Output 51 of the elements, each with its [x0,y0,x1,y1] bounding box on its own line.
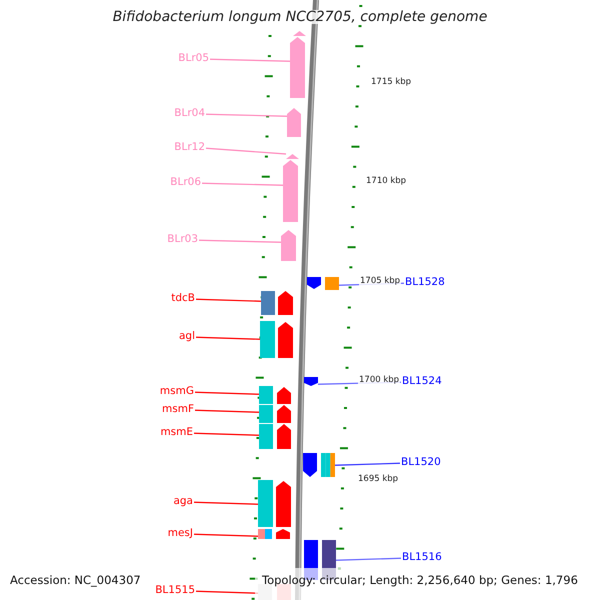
gene-glyph [304,377,318,386]
scale-label: 1700 kbp [358,376,400,384]
gene-label: BL1528 [405,277,445,288]
gene-label: BL1515 [155,585,195,596]
gene-label: msmE [160,427,193,438]
gene-block [258,480,273,527]
gene-label: msmG [160,386,194,396]
gene-label: BLr04 [174,108,205,118]
gene-label: tdcB [171,293,195,304]
gene-label: BLr03 [167,234,198,244]
gene-block [259,424,273,449]
scale-label: 1705 kbp [359,277,402,286]
gene-label: mesJ [168,528,193,538]
scale-label: 1715 kbp [370,78,412,86]
leader-line [334,462,400,466]
gene-block [325,277,339,290]
leader-line [336,558,402,561]
gene-label: BL1516 [402,552,442,562]
gene-block [259,405,273,423]
gene-label: msmF [162,404,194,414]
leader-line [198,240,282,243]
leader-line [202,182,284,186]
scale-label: 1710 kbp [365,177,408,186]
gene-label: BLr12 [174,142,205,152]
leader-line [194,410,260,413]
leader-line [194,392,260,395]
gene-block [258,529,272,539]
genome-title: Bifidobacterium longum NCC2705, complete genome [112,10,488,24]
leader-line [194,534,258,537]
leader-line [210,58,290,62]
leader-line [206,114,288,117]
leader-line [194,432,260,436]
footer-text: Accession: NC_004307 [10,575,141,586]
gene-label: BL1520 [401,457,441,468]
gene-label: BLr05 [178,53,209,64]
scale-label: 1695 kbp [357,475,400,484]
leader-line [196,298,262,302]
gene-glyph [281,230,296,261]
gene-block [261,291,275,315]
gene-block [260,321,275,358]
leader-line [194,502,258,505]
leader-line [206,148,286,155]
gene-label: aga [173,496,193,506]
gene-label: agl [178,331,195,342]
gene-block [321,453,335,477]
gene-block [259,386,273,404]
gene-label: BLr06 [170,177,201,188]
gene-glyph [287,108,301,137]
footer-text: Topology: circular; Length: 2,256,640 bp; Genes: 1,796 [262,575,578,586]
leader-line [196,336,260,340]
gene-label: BL1524 [402,376,442,386]
